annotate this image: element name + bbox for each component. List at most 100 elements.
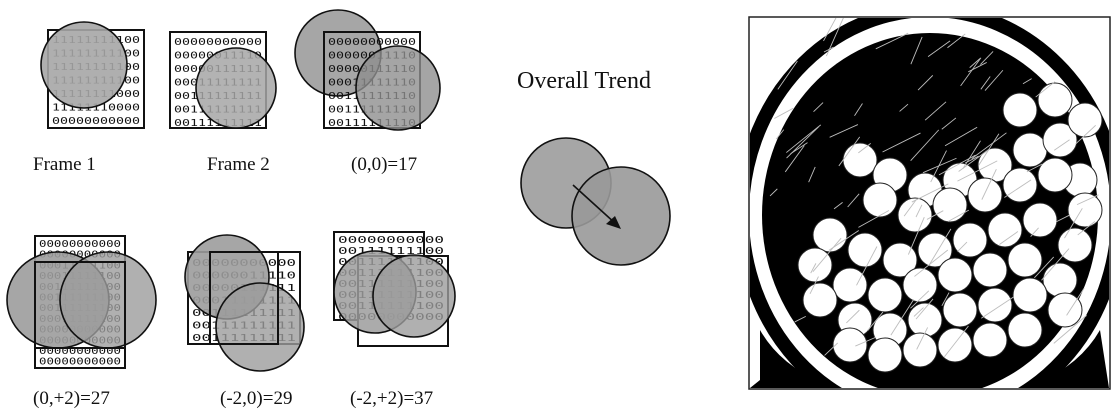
velocity-vector [927,40,951,58]
velocity-vector [1022,78,1032,85]
ball [1037,82,1073,118]
velocity-vector [1035,81,1056,98]
ball [902,332,938,368]
ball [902,267,938,303]
shift-0-0-circle-b [355,45,441,131]
shift-m2-0-circle-b [215,282,305,372]
ball [862,182,898,218]
trend-arrow-head [606,216,621,229]
shift-0-0-panel: 0000000000000000011110000001111100001111… [294,9,441,175]
velocity-vector [1030,227,1039,237]
velocity-vector [944,325,969,358]
velocity-vector [858,142,871,154]
ball [1047,292,1083,328]
velocity-vector [810,263,817,274]
ball [842,142,878,178]
velocity-vector [910,290,930,309]
velocity-vector [867,311,884,331]
frame2-caption: Frame 2 [207,154,270,175]
velocity-vector [916,327,929,350]
grid-row: 00000000000 [39,250,121,261]
ball [802,282,838,318]
velocity-vector [926,210,944,220]
ball [1007,242,1043,278]
ball [867,277,903,313]
grid-row: 00000000000 [39,239,121,250]
ball [812,217,848,253]
shift-m2-0-inner-box [209,251,279,345]
frame1-circle [40,21,128,109]
shift-m2-p2-circle-b [372,254,456,338]
shift-m2-0-panel: 0000000000000000011110000001111110001111… [184,234,305,409]
velocity-vector [824,342,839,356]
ball [1012,132,1048,168]
ball [1037,157,1073,193]
ball [1042,122,1078,158]
velocity-vector [1026,163,1043,173]
velocity-vector [855,336,877,347]
velocity-vector [838,136,861,167]
ball [1057,227,1093,263]
velocity-vector [910,36,923,65]
velocity-vector [910,129,940,162]
velocity-vector [890,299,915,336]
velocity-vector [941,117,957,130]
velocity-vector [1076,194,1099,206]
velocity-vector [960,57,982,87]
velocity-vector [786,126,819,159]
trend-circle-b [571,166,671,266]
velocity-vector [1055,214,1071,223]
ball [937,257,973,293]
velocity-vector [899,103,909,112]
velocity-vector [903,199,917,217]
grid-row: 00111111100 [338,246,444,257]
ball [977,287,1013,323]
velocity-vector [1053,315,1087,344]
velocity-vector [944,126,978,147]
ball [952,222,988,258]
ball [987,212,1023,248]
trend-caption: Overall Trend [517,68,651,94]
velocity-vector [829,124,859,138]
ball [1002,167,1038,203]
velocity-vector [794,315,806,323]
velocity-vector [984,69,1004,91]
velocity-vector [882,132,921,153]
ball [847,232,883,268]
velocity-vector [915,204,923,218]
velocity-vector [941,292,950,307]
velocity-vector [833,201,843,210]
velocity-vector [1004,179,1032,198]
ball [1067,102,1103,138]
velocity-vector [922,157,957,174]
velocity-vector [917,75,934,91]
shift-0-p2-caption: (0,+2)=27 [33,388,110,409]
velocity-vector [928,228,952,266]
velocity-vector [846,309,860,324]
velocity-vector [823,18,837,42]
velocity-vector [1034,256,1055,279]
grid-row: 11111110000 [52,103,140,114]
velocity-vector [774,107,794,119]
velocity-vector [1066,287,1085,316]
velocity-vector [930,150,947,183]
velocity-vector [924,101,947,121]
velocity-vector [875,32,909,50]
shift-m2-p2-panel: 0000000000000111111100001111111000011111… [333,231,456,409]
velocity-vector [980,76,991,90]
velocity-vector [808,166,816,183]
velocity-vector [969,58,981,68]
shift-0-p2-panel: 0000000000000000000000000111111000001111… [6,235,157,409]
shift-0-p2-inner-box [34,261,126,349]
velocity-vector [775,129,785,140]
velocity-vector [914,249,949,277]
velocity-vector [813,102,824,112]
trend-arrow [572,184,617,225]
grid-row: 00000000000 [338,235,444,246]
grid-row: 00000000000 [328,37,416,48]
velocity-vector [957,241,968,252]
velocity-vector [978,133,1000,166]
velocity-vector [971,132,1007,159]
shift-0-p2-circle-b [59,251,157,349]
velocity-vector [947,209,970,222]
